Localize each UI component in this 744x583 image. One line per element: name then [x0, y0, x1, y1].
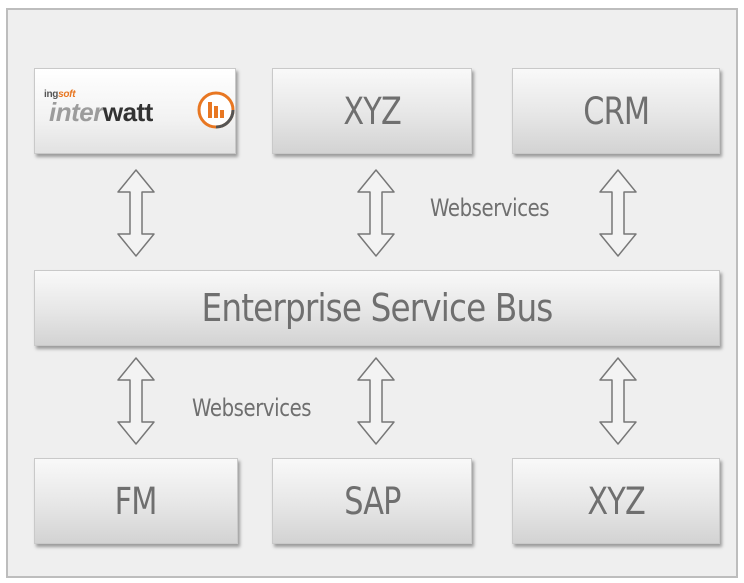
enterprise-service-bus: Enterprise Service Bus [34, 270, 720, 346]
system-box-xyz-bottom: XYZ [512, 458, 720, 544]
interwatt-logo-box: ingsoft interwatt [34, 68, 236, 154]
ingsoft-wordmark: ingsoft [44, 89, 76, 100]
bidirectional-arrow-icon [599, 357, 637, 445]
interwatt-logo-icon [197, 91, 235, 129]
bidirectional-arrow-icon [117, 357, 155, 445]
webservices-label-top: Webservices [430, 194, 550, 222]
webservices-label-bottom: Webservices [192, 394, 312, 422]
system-box-xyz-top: XYZ [272, 68, 472, 154]
bidirectional-arrow-icon [357, 357, 395, 445]
bidirectional-arrow-icon [357, 169, 395, 257]
system-box-crm: CRM [512, 68, 720, 154]
system-box-fm: FM [34, 458, 238, 544]
system-box-sap: SAP [272, 458, 472, 544]
interwatt-wordmark: interwatt [49, 97, 153, 127]
bidirectional-arrow-icon [599, 169, 637, 257]
bidirectional-arrow-icon [117, 169, 155, 257]
